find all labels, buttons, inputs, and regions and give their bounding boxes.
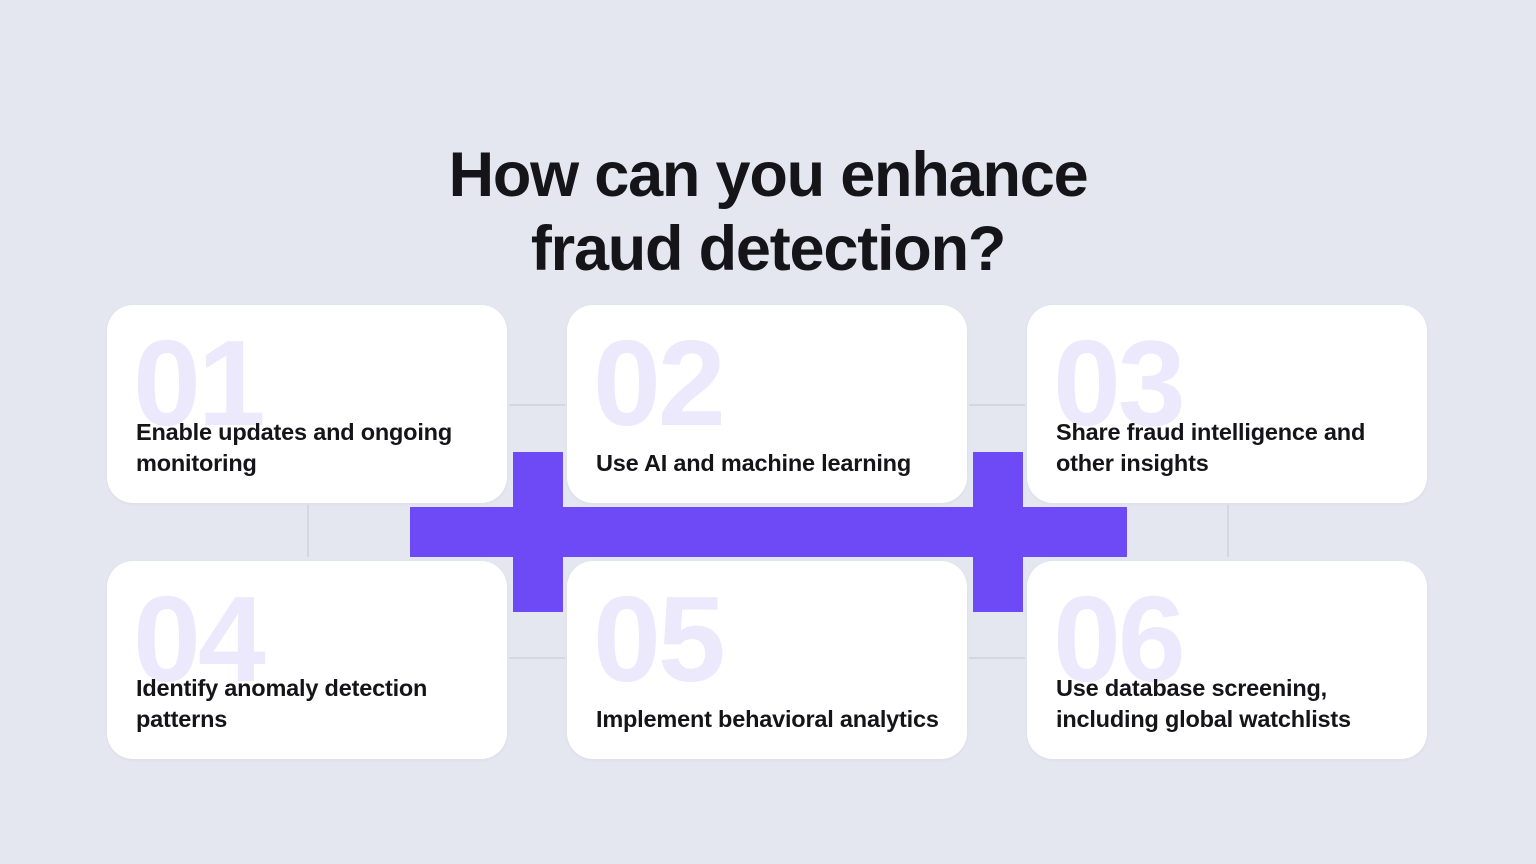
step-label-05: Implement behavioral analytics	[596, 706, 939, 732]
connector-stem-down-right	[973, 552, 1023, 612]
step-card-06[interactable]: 06 Use database screening, including glo…	[1027, 561, 1427, 759]
step-card-02[interactable]: 02 Use AI and machine learning	[567, 305, 967, 503]
connector-stem-up-left	[513, 452, 563, 512]
connector-stem-down-left	[513, 552, 563, 612]
gridline-vertical-left	[307, 505, 309, 557]
gridline-horizontal-upper-left	[509, 404, 565, 406]
step-number-02: 02	[593, 315, 726, 451]
gridline-horizontal-lower-left	[509, 657, 565, 659]
page-title: How can you enhance fraud detection?	[0, 138, 1536, 286]
step-label-01: Enable updates and ongoing monitoring	[136, 419, 452, 476]
step-card-05[interactable]: 05 Implement behavioral analytics	[567, 561, 967, 759]
connector-stem-up-right	[973, 452, 1023, 512]
step-label-06: Use database screening, including global…	[1056, 675, 1351, 732]
step-card-04[interactable]: 04 Identify anomaly detection patterns	[107, 561, 507, 759]
step-number-06: 06	[1053, 571, 1186, 707]
step-number-05: 05	[593, 571, 726, 707]
page-title-line-2: fraud detection?	[530, 214, 1007, 285]
gridline-horizontal-lower-right	[969, 657, 1025, 659]
connector-horizontal-bar	[410, 507, 1127, 557]
step-card-01[interactable]: 01 Enable updates and ongoing monitoring	[107, 305, 507, 503]
step-number-04: 04	[133, 571, 266, 707]
step-label-03: Share fraud intelligence and other insig…	[1056, 419, 1366, 476]
gridline-horizontal-upper-right	[969, 404, 1025, 406]
step-label-02: Use AI and machine learning	[596, 450, 911, 476]
step-card-03[interactable]: 03 Share fraud intelligence and other in…	[1027, 305, 1427, 503]
gridline-vertical-right	[1227, 505, 1229, 557]
step-number-01: 01	[133, 315, 266, 451]
page-title-line-1: How can you enhance	[448, 140, 1089, 211]
step-number-03: 03	[1053, 315, 1186, 451]
step-label-04: Identify anomaly detection patterns	[136, 675, 428, 732]
